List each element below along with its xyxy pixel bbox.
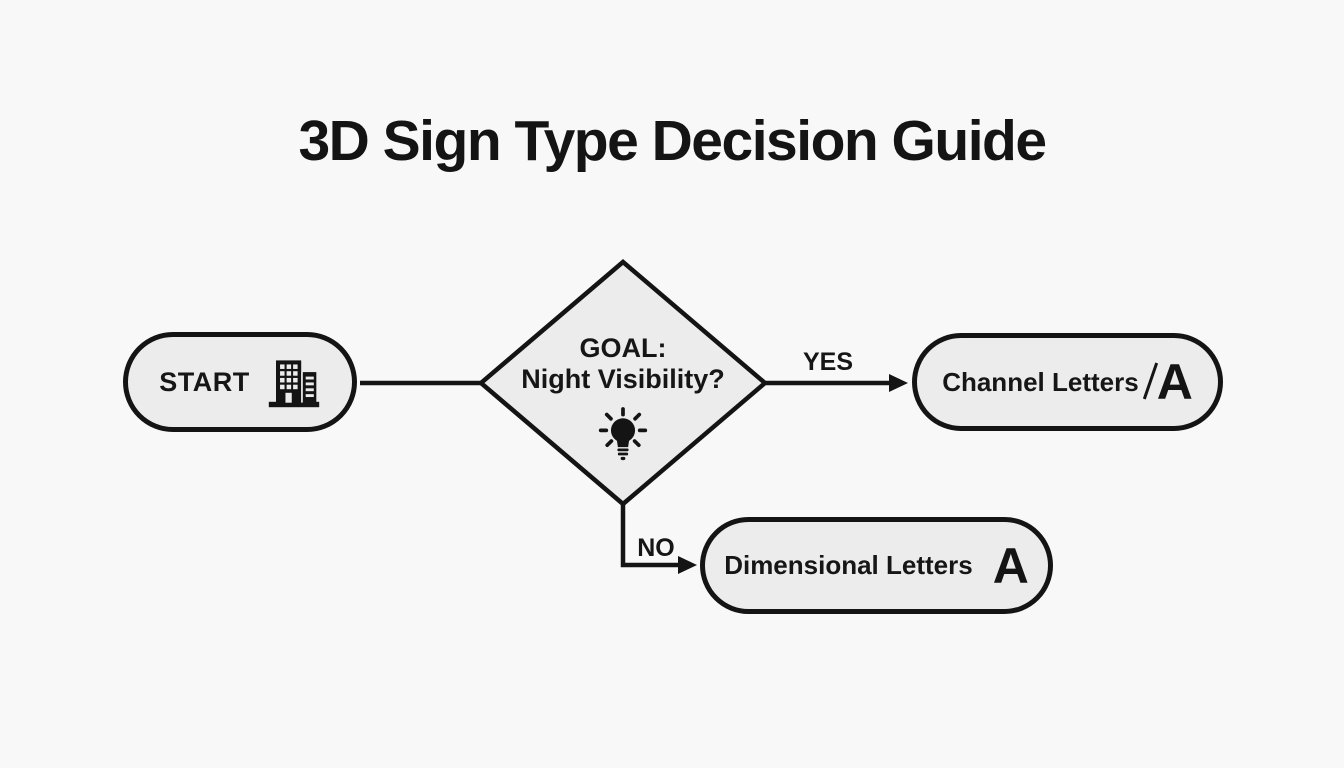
decision-diamond [477, 259, 769, 507]
slash-stroke [1142, 362, 1158, 400]
dimensional-letters-node: Dimensional Letters A [700, 517, 1053, 614]
start-node: START [123, 332, 357, 432]
building-icon [267, 354, 321, 410]
start-node-label: START [159, 366, 250, 397]
channel-letters-label: Channel Letters [942, 366, 1139, 397]
page-title: 3D Sign Type Decision Guide [298, 109, 1047, 173]
no-edge-label: NO [637, 534, 675, 562]
letter-a-glyph: A [1156, 354, 1193, 410]
no-arrow-line [620, 500, 682, 568]
decision-question-line2: Night Visibility? [521, 364, 725, 394]
decision-question: GOAL: Night Visibility? [521, 333, 725, 395]
decision-question-line1: GOAL: [579, 333, 667, 363]
channel-letters-node: Channel Letters A [912, 333, 1223, 431]
letter-a-glyph: A [992, 537, 1029, 594]
no-arrowhead [678, 556, 697, 574]
lightbulb-icon [597, 407, 649, 463]
slashed-letter-a-icon: A [1142, 354, 1193, 410]
decision-node: GOAL: Night Visibility? [493, 333, 753, 463]
dimensional-letters-label: Dimensional Letters [724, 550, 973, 580]
letter-a-icon: A [993, 541, 1029, 591]
yes-edge-label: YES [802, 348, 854, 376]
yes-arrowhead [889, 374, 908, 392]
